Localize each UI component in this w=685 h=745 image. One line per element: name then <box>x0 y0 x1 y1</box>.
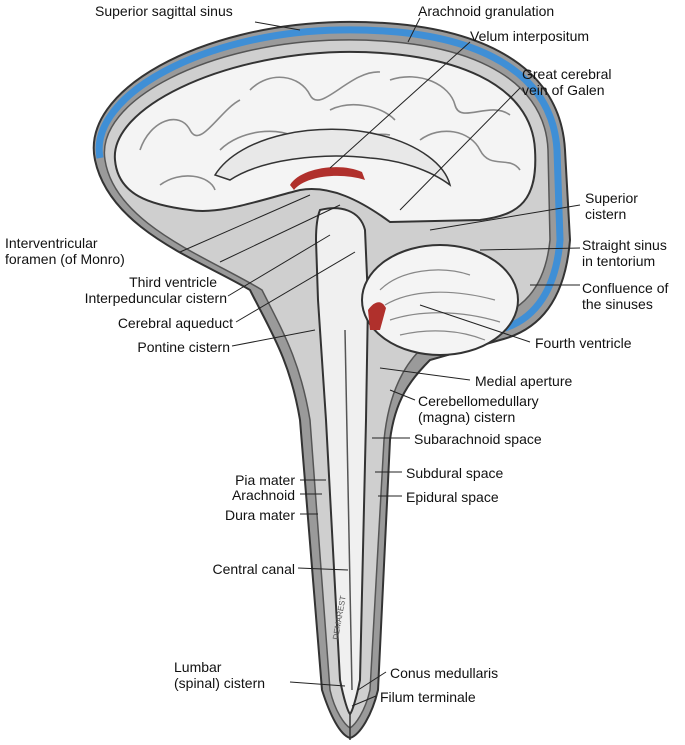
label-velum-interpositum: Velum interpositum <box>470 28 590 44</box>
label-interpeduncular-cistern: Interpeduncular cistern <box>84 290 227 306</box>
label-confluence-2: the sinuses <box>582 296 653 312</box>
label-dura-mater: Dura mater <box>224 507 295 523</box>
label-superior-cistern-1: Superior <box>585 190 638 206</box>
label-lumbar-cistern-2: (spinal) cistern <box>174 675 266 691</box>
label-filum-terminale: Filum terminale <box>380 689 476 705</box>
label-lumbar-cistern-1: Lumbar <box>174 659 222 675</box>
corpus-callosum <box>213 128 452 187</box>
label-arachnoid: Arachnoid <box>231 487 295 503</box>
label-cerebral-aqueduct: Cerebral aqueduct <box>117 315 233 331</box>
label-cerebellomedullary-1: Cerebellomedullary <box>418 393 539 409</box>
label-confluence-1: Confluence of <box>582 280 669 296</box>
label-epidural-space: Epidural space <box>406 489 499 505</box>
label-straight-sinus-1: Straight sinus <box>582 237 667 253</box>
label-cerebellomedullary-2: (magna) cistern <box>418 409 516 425</box>
label-conus-medullaris: Conus medullaris <box>390 665 499 681</box>
label-fourth-ventricle: Fourth ventricle <box>535 335 632 351</box>
leader-lines <box>179 17 581 707</box>
label-subdural-space: Subdural space <box>406 465 504 481</box>
central-canal-line <box>344 329 353 691</box>
label-superior-cistern-2: cistern <box>585 206 627 222</box>
velum-interpositum <box>290 167 365 190</box>
label-third-ventricle: Third ventricle <box>129 274 217 290</box>
label-great-cerebral-vein-2: vein of Galen <box>522 82 605 98</box>
label-pontine-cistern: Pontine cistern <box>137 339 230 355</box>
label-interventricular-1: Interventricular <box>5 235 98 251</box>
superior-sagittal-sinus-band <box>95 26 564 332</box>
label-straight-sinus-2: in tentorium <box>582 253 656 269</box>
label-medial-aperture: Medial aperture <box>475 373 573 389</box>
fourth-ventricle <box>368 302 386 330</box>
label-great-cerebral-vein-1: Great cerebral <box>522 66 612 82</box>
label-arachnoid-granulation: Arachnoid granulation <box>418 3 555 19</box>
label-interventricular-2: foramen (of Monro) <box>5 251 125 267</box>
label-subarachnoid-space: Subarachnoid space <box>414 431 542 447</box>
label-superior-sagittal-sinus: Superior sagittal sinus <box>95 3 233 19</box>
cerebellum-folia <box>379 269 501 341</box>
cerebellum <box>361 244 519 356</box>
label-pia-mater: Pia mater <box>235 472 295 488</box>
label-central-canal: Central canal <box>212 561 296 577</box>
